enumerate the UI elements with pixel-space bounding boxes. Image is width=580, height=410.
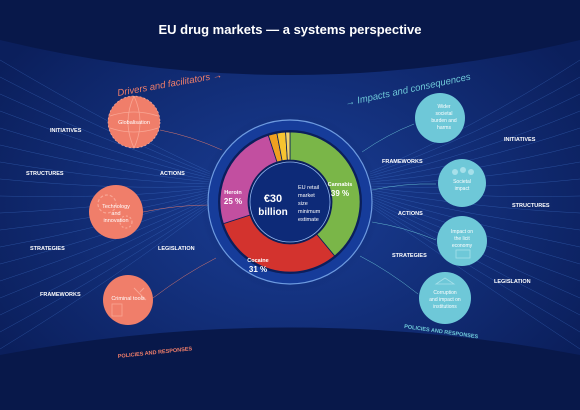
driver-criminal-tools: Criminal tools [103,275,153,325]
driver-label-line: Technology [102,204,130,210]
right-line [369,191,580,231]
community-icon [438,159,486,207]
left-line [0,161,211,185]
impact-label-line: institutions [433,304,457,310]
right-line [369,93,580,177]
driver-label: Globalisation [118,120,150,126]
driver-label-line: innovation [103,218,128,224]
market-donut-chart [219,131,361,273]
driver-globalisation: Globalisation [107,95,161,149]
driver-label: Criminal tools [111,296,145,302]
impact-label-line: and impact on [429,297,461,303]
segment-value-cannabis: 39 % [331,189,349,198]
segment-name-cocaine: Cocaine [247,258,268,264]
donut-segment-minor-5 [285,131,291,161]
right-line [369,127,580,181]
impact-corruption: Corruption and impact on institutions [419,272,471,324]
left-inner-label: LEGISLATION [158,246,195,252]
impact-label-line: impact [455,186,470,192]
donut-segment-cannabis [289,131,361,257]
bottom-funnel [0,327,580,410]
left-line [0,199,211,299]
institution-icon [419,272,471,324]
right-inner-label: STRATEGIES [392,253,427,259]
right-inner-label: FRAMEWORKS [382,159,423,165]
center-unit: billion [258,207,287,218]
page-title: EU drug markets — a systems perspective [158,22,421,37]
impact-connector [371,221,437,241]
left-line [0,144,211,183]
left-label: INITIATIVES [50,128,82,134]
left-line [0,127,211,181]
left-label: FRAMEWORKS [40,292,81,298]
building-icon [437,216,487,266]
left-line [0,93,211,177]
impact-label-line: Impact on [451,229,473,235]
right-label: STRUCTURES [512,203,550,209]
impact-label-line: harms [437,125,451,131]
left-line [0,110,211,179]
center-note-line: EU retail [298,185,319,191]
impact-connector [361,123,415,153]
center-note-line: estimate [298,217,319,223]
right-line [369,110,580,179]
right-line [369,205,580,350]
right-line [369,203,580,333]
impact-connector [359,255,419,295]
left-inner-label: ACTIONS [160,171,185,177]
driver-technology: Technology and innovation [89,185,143,239]
gear-icon [89,185,143,239]
impact-label-line: Wider [437,104,450,110]
left-line [0,205,211,350]
segment-name-cannabis: Cannabis [328,182,353,188]
left-label: STRATEGIES [30,246,65,252]
center-total: €30 [264,193,282,205]
right-line [369,76,580,175]
impact-label-line: burden and [431,118,457,124]
center-note-line: size [298,201,308,207]
right-label: INITIATIVES [504,137,536,143]
left-line [0,197,211,282]
impact-licit-economy: Impact on the licit economy [437,216,487,266]
driver-connector [159,129,223,151]
impact-label-line: economy [452,243,473,249]
people-icon [415,93,465,143]
segment-name-heroin: Heroin [224,190,242,196]
left-line [0,201,211,316]
impact-societal: Societal impact [438,159,486,207]
left-line [0,203,211,333]
impact-label-line: societal [436,111,453,117]
impact-label-line: the licit [454,236,470,242]
top-funnel [0,0,580,75]
left-label: STRUCTURES [26,171,64,177]
right-label: LEGISLATION [494,279,531,285]
segment-value-cocaine: 31 % [249,265,267,274]
right-inner-label: ACTIONS [398,211,423,217]
tools-icon [103,275,153,325]
driver-label-line: and [111,211,120,217]
driver-connector [152,257,217,299]
center-disc [249,161,331,243]
impact-label-line: Societal [453,179,471,185]
impact-label-line: Corruption [433,290,457,296]
impact-wider-harms: Wider societal burden and harms [415,93,465,143]
center-note-line: market [298,193,315,199]
right-line [369,59,580,173]
segment-value-heroin: 25 % [224,197,242,206]
globe-icon [108,96,160,148]
center-note-line: minimum [298,209,321,215]
